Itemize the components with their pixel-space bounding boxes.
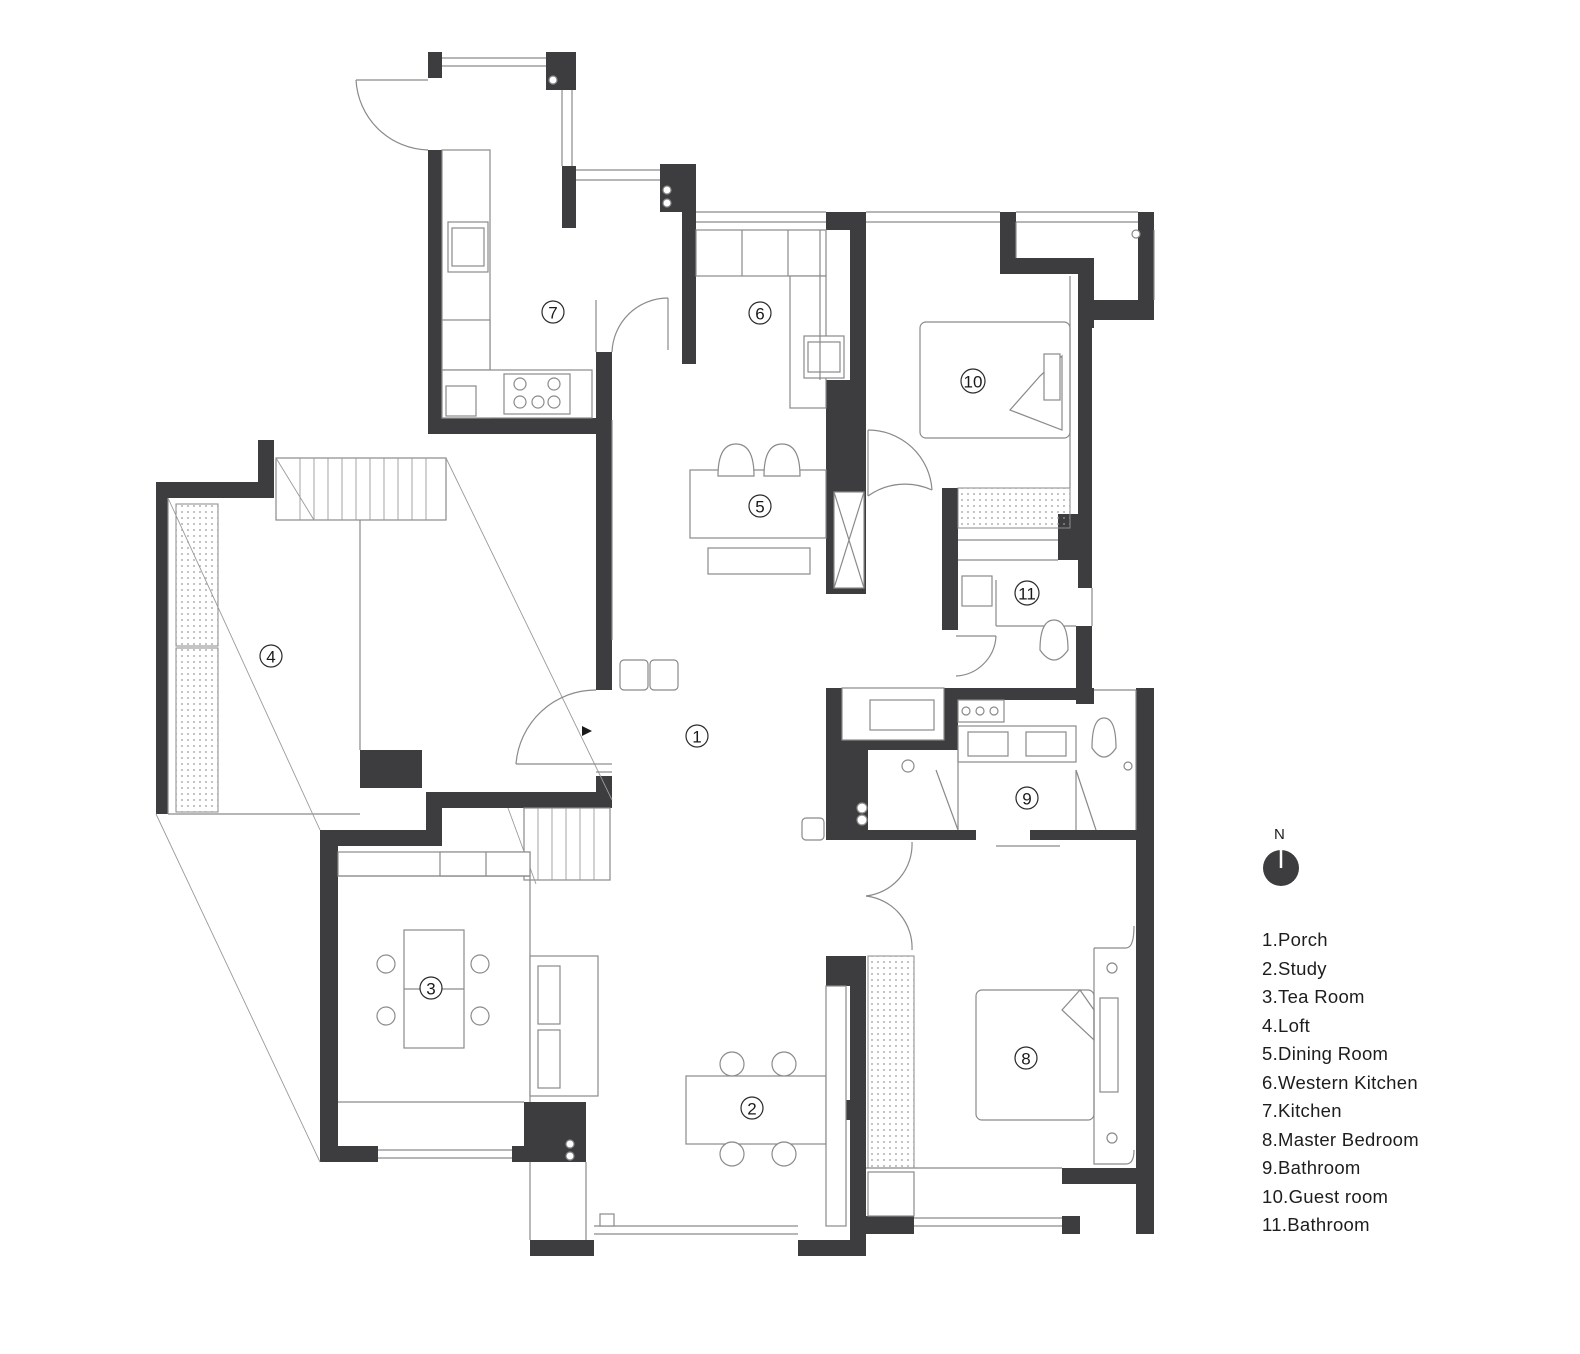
walls bbox=[156, 52, 1154, 1256]
svg-text:7: 7 bbox=[548, 304, 557, 323]
room-marker-7: 7 bbox=[541, 300, 565, 324]
north-label: N bbox=[1274, 826, 1285, 843]
legend-item: 9.Bathroom bbox=[1262, 1157, 1361, 1178]
svg-text:2: 2 bbox=[747, 1100, 756, 1119]
legend-item: 11.Bathroom bbox=[1262, 1214, 1370, 1235]
svg-text:8: 8 bbox=[1021, 1050, 1030, 1069]
room-marker-1: 1 bbox=[685, 724, 709, 748]
legend-item: 3.Tea Room bbox=[1262, 986, 1365, 1007]
svg-text:6: 6 bbox=[755, 305, 764, 324]
legend-item: 10.Guest room bbox=[1262, 1185, 1389, 1207]
legend-item: 6.Western Kitchen bbox=[1262, 1071, 1418, 1093]
legend-item: 5.Dining Room bbox=[1262, 1043, 1389, 1064]
legend-item: 8.Master Bedroom bbox=[1262, 1128, 1419, 1150]
svg-text:4: 4 bbox=[266, 648, 275, 667]
room-marker-8: 8 bbox=[1014, 1046, 1038, 1070]
room-marker-4: 4 bbox=[259, 644, 283, 668]
room-markers: 1 2 3 4 5 6 7 8 9 10 11 bbox=[259, 300, 1040, 1120]
svg-text:9: 9 bbox=[1022, 790, 1031, 809]
north-arrow-icon bbox=[1263, 850, 1299, 886]
room-marker-2: 2 bbox=[740, 1096, 764, 1120]
svg-text:3: 3 bbox=[426, 980, 435, 999]
svg-text:11: 11 bbox=[1018, 585, 1036, 604]
room-marker-5: 5 bbox=[748, 494, 772, 518]
svg-text:10: 10 bbox=[964, 373, 983, 392]
room-marker-3: 3 bbox=[419, 976, 443, 1000]
room-marker-9: 9 bbox=[1015, 786, 1039, 810]
room-marker-11: 11 bbox=[1014, 580, 1040, 606]
legend-item: 4.Loft bbox=[1262, 1014, 1311, 1036]
svg-text:5: 5 bbox=[755, 498, 764, 517]
legend-item: 7.Kitchen bbox=[1262, 1100, 1342, 1121]
svg-text:1: 1 bbox=[692, 728, 701, 747]
legend-item: 2.Study bbox=[1262, 957, 1327, 979]
legend-item: 1.Porch bbox=[1262, 929, 1328, 950]
room-marker-6: 6 bbox=[748, 301, 772, 325]
room-legend: 1.Porch 2.Study 3.Tea Room 4.Loft 5.Dini… bbox=[1262, 926, 1419, 1240]
room-marker-10: 10 bbox=[960, 368, 986, 394]
